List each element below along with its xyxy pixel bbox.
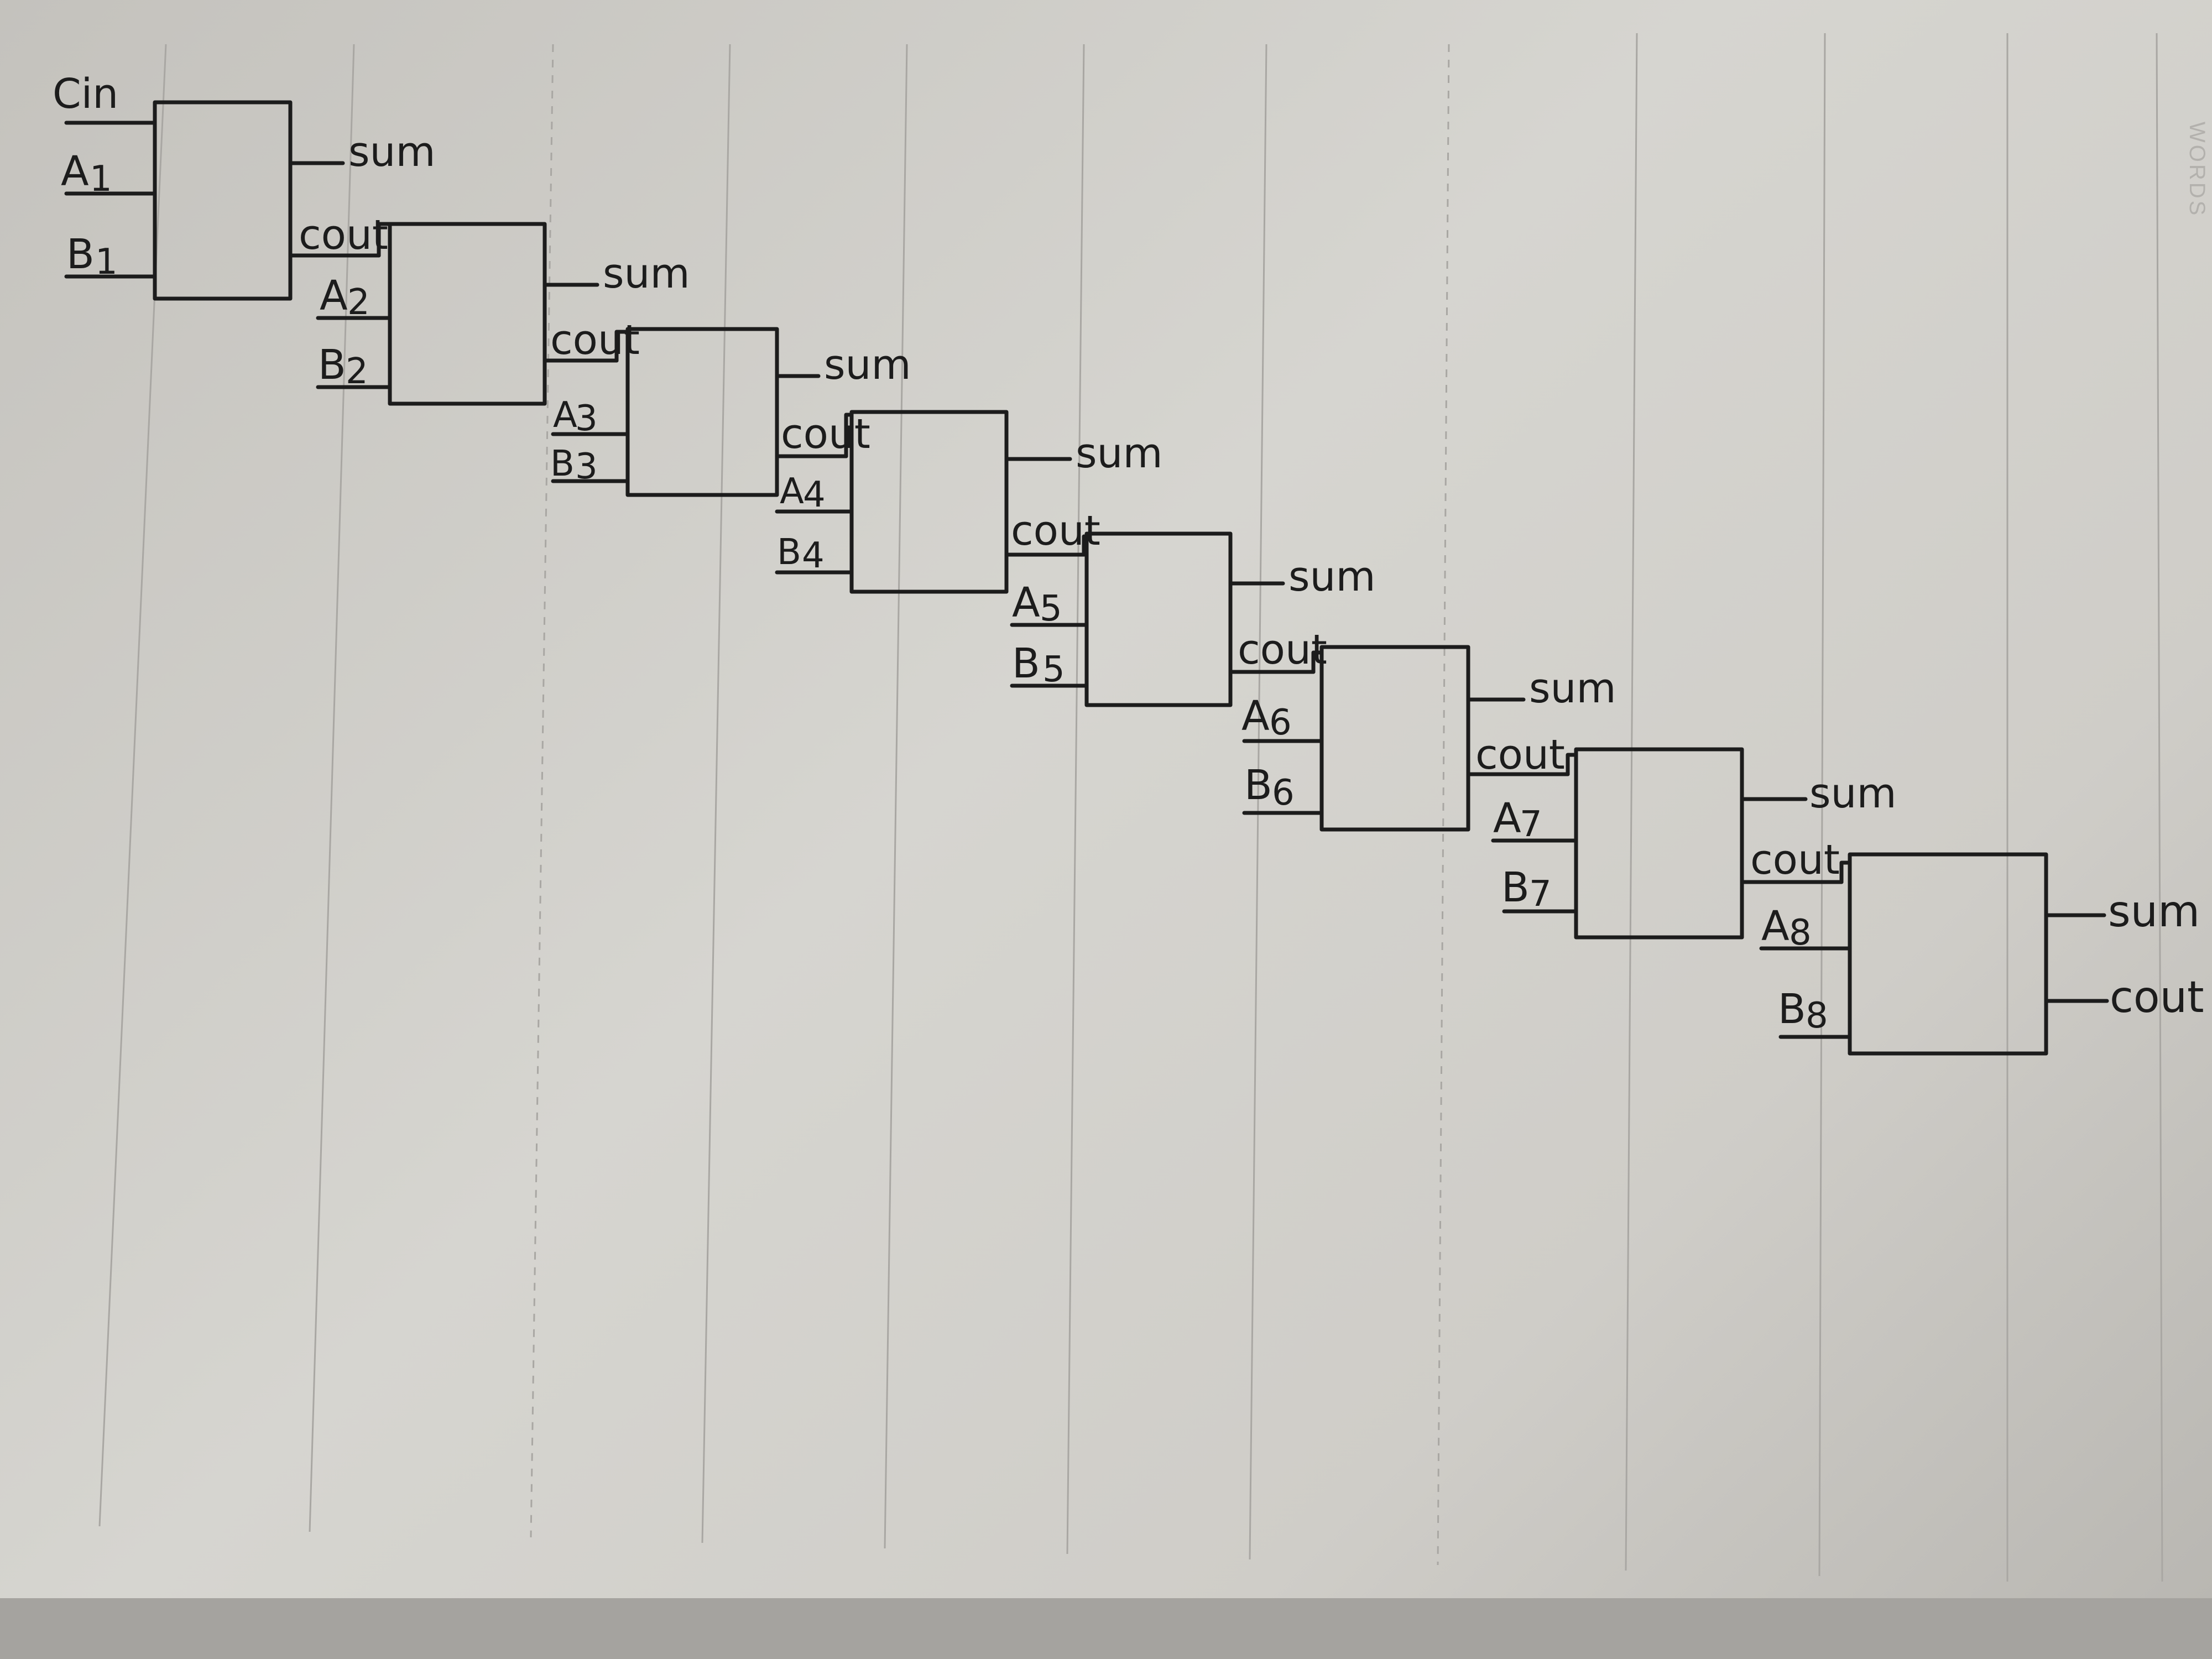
label-b: B: [550, 444, 575, 484]
label-sum: sum: [348, 128, 436, 176]
label-a-sub: 7: [1520, 804, 1542, 845]
label-b: B: [777, 532, 801, 573]
label-sum: sum: [1809, 770, 1897, 817]
label-b-sub: 1: [95, 242, 118, 283]
carry-link: [1839, 860, 1852, 884]
carry-link: [1311, 650, 1324, 674]
full-adder-box: [1848, 852, 2048, 1056]
label-a: A: [553, 395, 577, 436]
label-a-sub: 5: [1040, 588, 1062, 629]
label-a-sub: 8: [1789, 912, 1812, 953]
label-b-sub: 8: [1806, 995, 1828, 1036]
label-sum: sum: [1076, 430, 1163, 477]
label-b-sub: 3: [575, 446, 598, 487]
desk-surface: [0, 1598, 2212, 1659]
label-b: B: [318, 341, 346, 389]
full-adder-box: [1084, 531, 1233, 707]
adder-block-1: Cin A 1 B 1 sum cout: [53, 70, 436, 301]
full-adder-box: [1574, 747, 1744, 940]
full-adder-box: [1319, 645, 1470, 832]
label-b: B: [66, 231, 95, 278]
label-a-sub: 3: [575, 398, 598, 439]
label-a: A: [320, 272, 348, 320]
label-b-sub: 7: [1529, 874, 1552, 915]
label-a-sub: 1: [90, 159, 112, 200]
label-a: A: [780, 471, 804, 512]
label-a-sub: 6: [1269, 702, 1292, 743]
label-a: A: [1761, 902, 1790, 950]
label-cout: cout: [781, 410, 870, 458]
full-adder-box: [849, 410, 1009, 594]
adder-stages: Cin A 1 B 1 sum cout A 2 B 2: [53, 70, 2204, 1056]
label-b-sub: 4: [802, 535, 825, 576]
paper-rules: WORDS: [98, 33, 2209, 1582]
label-a: A: [1012, 579, 1040, 627]
label-cout: cout: [2110, 973, 2204, 1022]
carry-link: [614, 330, 630, 363]
carry-link: [1566, 753, 1578, 776]
label-b: B: [1244, 761, 1272, 809]
adder-block-5: A 5 B 5 sum cout: [1010, 531, 1376, 707]
label-cin: Cin: [53, 70, 118, 118]
label-b-sub: 2: [346, 351, 368, 392]
lined-paper: [0, 0, 2212, 1598]
label-sum: sum: [1288, 553, 1376, 601]
adder-block-3: A 3 B 3 sum cout: [550, 327, 911, 497]
label-a: A: [1241, 692, 1270, 740]
adder-block-4: A 4 B 4 sum cout: [775, 410, 1163, 594]
adder-block-6: A 6 B 6 sum cout: [1241, 645, 1616, 832]
adder-block-8: A 8 B 8 sum cout: [1759, 852, 2204, 1056]
label-a: A: [61, 148, 89, 195]
label-cout: cout: [1750, 836, 1840, 884]
label-sum: sum: [603, 250, 690, 298]
adder-block-2: A 2 B 2 sum cout: [316, 222, 690, 406]
label-b-sub: 6: [1272, 773, 1295, 813]
full-adder-box: [388, 222, 547, 406]
full-adder-box: [153, 100, 293, 301]
label-b: B: [1501, 864, 1530, 911]
label-sum: sum: [824, 341, 911, 389]
label-b-sub: 5: [1042, 649, 1065, 690]
label-b: B: [1012, 640, 1040, 687]
label-a-sub: 2: [347, 282, 370, 323]
label-cout: cout: [550, 316, 640, 364]
label-cout: cout: [299, 211, 388, 259]
label-a-sub: 4: [803, 474, 826, 515]
label-sum: sum: [1529, 665, 1616, 712]
label-b: B: [1778, 985, 1806, 1033]
label-sum: sum: [2108, 887, 2200, 937]
label-a: A: [1493, 795, 1521, 842]
paper-watermark: WORDS: [2185, 122, 2209, 217]
carry-link: [377, 222, 392, 258]
full-adder-box: [625, 327, 779, 497]
label-cout: cout: [1475, 731, 1565, 779]
adder-block-7: A 7 B 7 sum cout: [1491, 747, 1897, 940]
